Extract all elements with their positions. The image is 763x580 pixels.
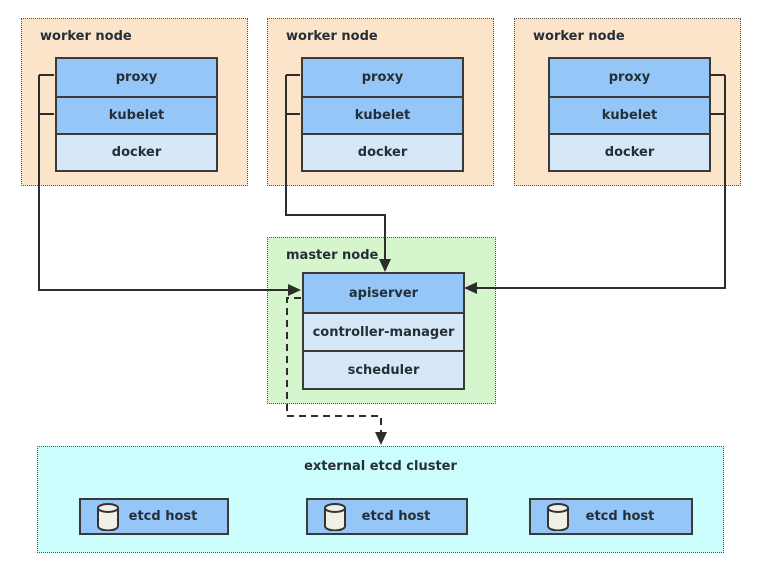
etcd-host-2: etcd host bbox=[306, 498, 468, 535]
database-cylinder-icon bbox=[97, 502, 119, 531]
worker-node-1-stack: proxy kubelet docker bbox=[55, 57, 218, 172]
component-scheduler: scheduler bbox=[304, 350, 463, 388]
component-kubelet: kubelet bbox=[57, 96, 216, 133]
database-cylinder-icon bbox=[547, 502, 569, 531]
component-proxy: proxy bbox=[303, 59, 462, 96]
etcd-cluster-title: external etcd cluster bbox=[304, 459, 457, 474]
component-docker: docker bbox=[303, 133, 462, 170]
worker-node-3: worker node proxy kubelet docker bbox=[514, 18, 741, 186]
etcd-host-label: etcd host bbox=[361, 509, 431, 524]
etcd-cluster: external etcd cluster etcd host etcd hos… bbox=[37, 446, 724, 553]
etcd-host-label: etcd host bbox=[128, 509, 198, 524]
component-docker: docker bbox=[550, 133, 709, 170]
worker-node-3-stack: proxy kubelet docker bbox=[548, 57, 711, 172]
database-cylinder-icon bbox=[324, 502, 346, 531]
etcd-host-1: etcd host bbox=[79, 498, 229, 535]
component-kubelet: kubelet bbox=[550, 96, 709, 133]
etcd-host-3: etcd host bbox=[529, 498, 693, 535]
master-node-title: master node bbox=[286, 248, 379, 263]
worker-node-2: worker node proxy kubelet docker bbox=[267, 18, 494, 186]
arrowhead-down-icon bbox=[375, 432, 387, 445]
worker-node-3-title: worker node bbox=[533, 29, 625, 44]
component-kubelet: kubelet bbox=[303, 96, 462, 133]
component-proxy: proxy bbox=[550, 59, 709, 96]
worker-node-2-title: worker node bbox=[286, 29, 378, 44]
component-apiserver: apiserver bbox=[304, 274, 463, 312]
worker-node-2-stack: proxy kubelet docker bbox=[301, 57, 464, 172]
worker-node-1-title: worker node bbox=[40, 29, 132, 44]
component-proxy: proxy bbox=[57, 59, 216, 96]
component-docker: docker bbox=[57, 133, 216, 170]
master-node: master node apiserver controller-manager… bbox=[267, 237, 496, 404]
master-node-stack: apiserver controller-manager scheduler bbox=[302, 272, 465, 390]
etcd-host-label: etcd host bbox=[585, 509, 655, 524]
worker-node-1: worker node proxy kubelet docker bbox=[21, 18, 248, 186]
component-controller-manager: controller-manager bbox=[304, 312, 463, 350]
